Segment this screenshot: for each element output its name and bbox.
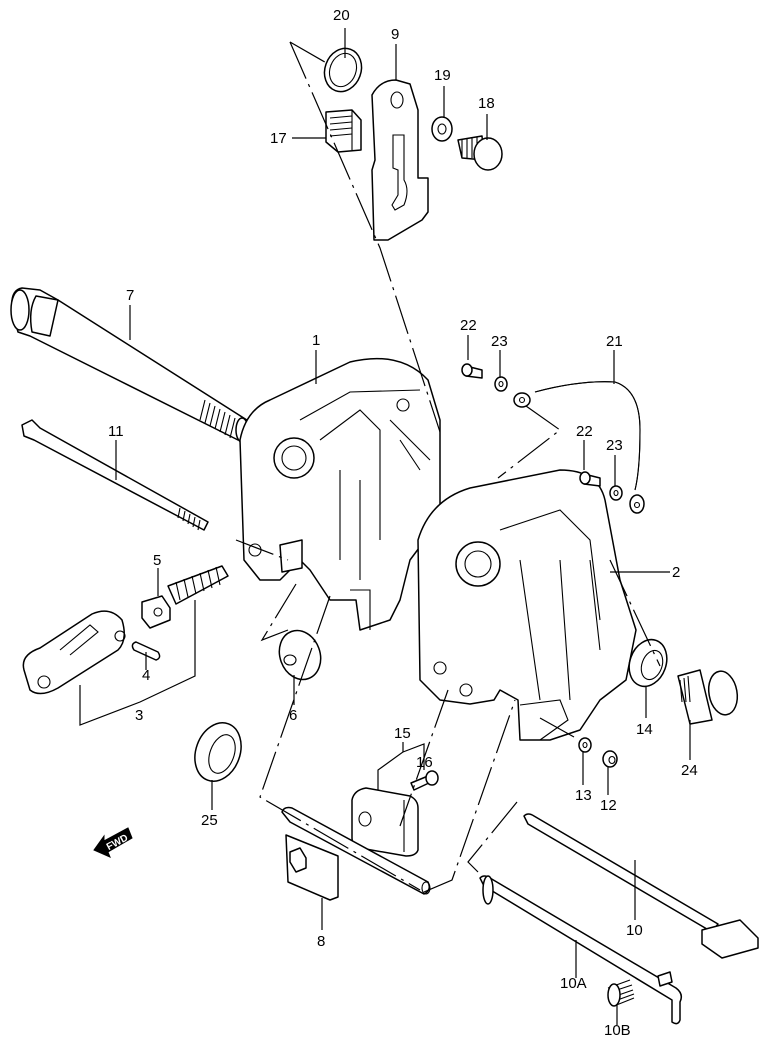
- callout-4: 4: [142, 667, 150, 684]
- callout-22a: 22: [460, 317, 477, 334]
- part-4-pin[interactable]: [131, 641, 161, 661]
- callout-22b: 22: [576, 423, 593, 440]
- part-7-bracket-tube[interactable]: [10, 287, 251, 443]
- callout-9: 9: [391, 26, 399, 43]
- part-6-clamp-pad[interactable]: [273, 625, 328, 686]
- callout-19: 19: [434, 67, 451, 84]
- part-9-tilt-lock-lever[interactable]: [371, 79, 429, 241]
- callout-15: 15: [394, 725, 411, 742]
- part-20-clip[interactable]: [319, 43, 368, 97]
- callout-2: 2: [672, 564, 680, 581]
- callout-10B: 10B: [604, 1022, 631, 1039]
- part-23b-washer[interactable]: [609, 485, 623, 501]
- callout-10: 10: [626, 922, 643, 939]
- callout-23a: 23: [491, 333, 508, 350]
- part-13-washer[interactable]: [578, 737, 592, 753]
- part-22b-screw[interactable]: [579, 471, 601, 487]
- leader-lines: [79, 28, 691, 1025]
- fwd-label: FWD: [105, 833, 130, 853]
- part-12-nut[interactable]: [602, 750, 618, 768]
- callout-20: 20: [333, 7, 350, 24]
- callout-23b: 23: [606, 437, 623, 454]
- callout-17: 17: [270, 130, 287, 147]
- callout-24: 24: [681, 762, 698, 779]
- callout-6: 6: [289, 707, 297, 724]
- part-21-ground-wire[interactable]: [513, 381, 645, 514]
- callout-3: 3: [135, 707, 143, 724]
- part-2-clamp-bracket[interactable]: [417, 469, 637, 741]
- callout-18: 18: [478, 95, 495, 112]
- part-11-through-bolt[interactable]: [21, 419, 209, 531]
- callout-5: 5: [153, 552, 161, 569]
- callout-labels: 20 9 19 18 17 7 1 11 22 23 21 22 23 2 5 …: [108, 7, 698, 1039]
- callout-11: 11: [108, 423, 124, 440]
- part-10B-spring[interactable]: [607, 979, 635, 1007]
- part-24-cap[interactable]: [677, 669, 741, 725]
- part-10A-tilt-lever-rod[interactable]: [479, 875, 683, 1025]
- callout-16: 16: [416, 754, 433, 771]
- part-25-nut[interactable]: [187, 716, 249, 787]
- callout-13: 13: [575, 787, 592, 804]
- part-16-bolt[interactable]: [410, 770, 439, 791]
- part-3-clamp-lever[interactable]: [22, 610, 126, 695]
- part-5-clamp-screw[interactable]: [141, 565, 229, 629]
- part-1-clamp-bracket[interactable]: [239, 357, 441, 631]
- callout-8: 8: [317, 933, 325, 950]
- arrow-icon: [93, 827, 133, 858]
- callout-1: 1: [312, 332, 320, 349]
- part-8-tilt-pin-plate[interactable]: [281, 806, 431, 901]
- part-22a-screw[interactable]: [461, 363, 483, 379]
- callout-25: 25: [201, 812, 218, 829]
- part-23a-washer[interactable]: [494, 376, 508, 392]
- part-14-nut[interactable]: [623, 634, 673, 691]
- callout-10A: 10A: [560, 975, 587, 992]
- callout-12: 12: [600, 797, 617, 814]
- part-10-tilt-rod[interactable]: [523, 813, 759, 959]
- part-18-bolt[interactable]: [457, 135, 503, 171]
- part-19-washer[interactable]: [431, 116, 453, 142]
- part-17-cushion[interactable]: [325, 109, 362, 153]
- fwd-direction-arrow: FWD: [93, 827, 133, 858]
- callout-21: 21: [606, 333, 623, 350]
- callout-7: 7: [126, 287, 134, 304]
- callout-14: 14: [636, 721, 653, 738]
